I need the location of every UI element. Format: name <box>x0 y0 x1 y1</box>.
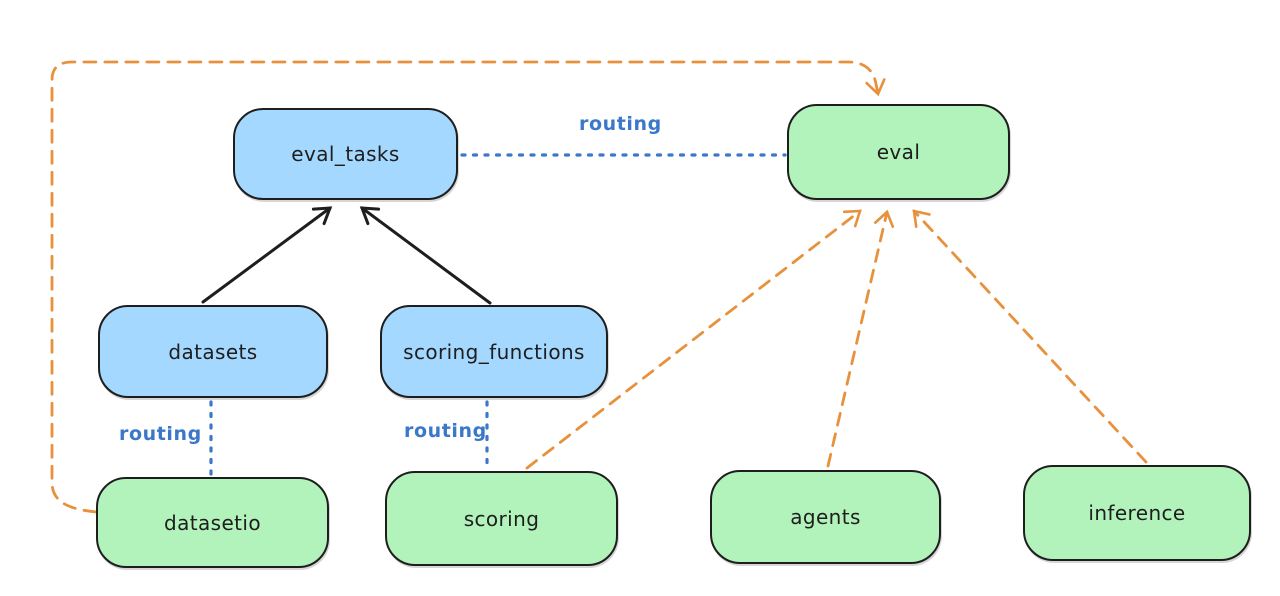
node-datasetio: datasetio <box>96 477 329 568</box>
routing-label-eval-tasks-eval: routing <box>579 113 662 135</box>
edge-scoring-functions-to-eval-tasks <box>359 206 492 305</box>
node-datasets-label: datasets <box>168 339 258 364</box>
edge-datasets-to-eval-tasks <box>201 206 333 304</box>
node-eval-label: eval <box>876 140 921 164</box>
node-scoring: scoring <box>385 471 618 566</box>
node-eval: eval <box>787 104 1010 200</box>
node-scoring-label: scoring <box>463 506 540 531</box>
edge-agents-to-eval <box>826 209 895 468</box>
node-datasets: datasets <box>98 305 328 398</box>
node-agents: agents <box>710 470 941 564</box>
node-inference-label: inference <box>1088 501 1186 525</box>
node-eval-tasks-label: eval_tasks <box>291 142 400 166</box>
routing-label-datasets-datasetio: routing <box>119 423 202 445</box>
node-scoring-functions: scoring_functions <box>380 305 608 398</box>
node-scoring-functions-label: scoring_functions <box>403 339 585 364</box>
routing-label-scoring-functions-scoring: routing <box>404 420 487 442</box>
node-datasetio-label: datasetio <box>163 510 261 535</box>
edge-inference-to-eval <box>912 209 1148 464</box>
node-inference: inference <box>1023 465 1251 561</box>
node-agents-label: agents <box>790 505 861 529</box>
node-eval-tasks: eval_tasks <box>233 108 458 200</box>
